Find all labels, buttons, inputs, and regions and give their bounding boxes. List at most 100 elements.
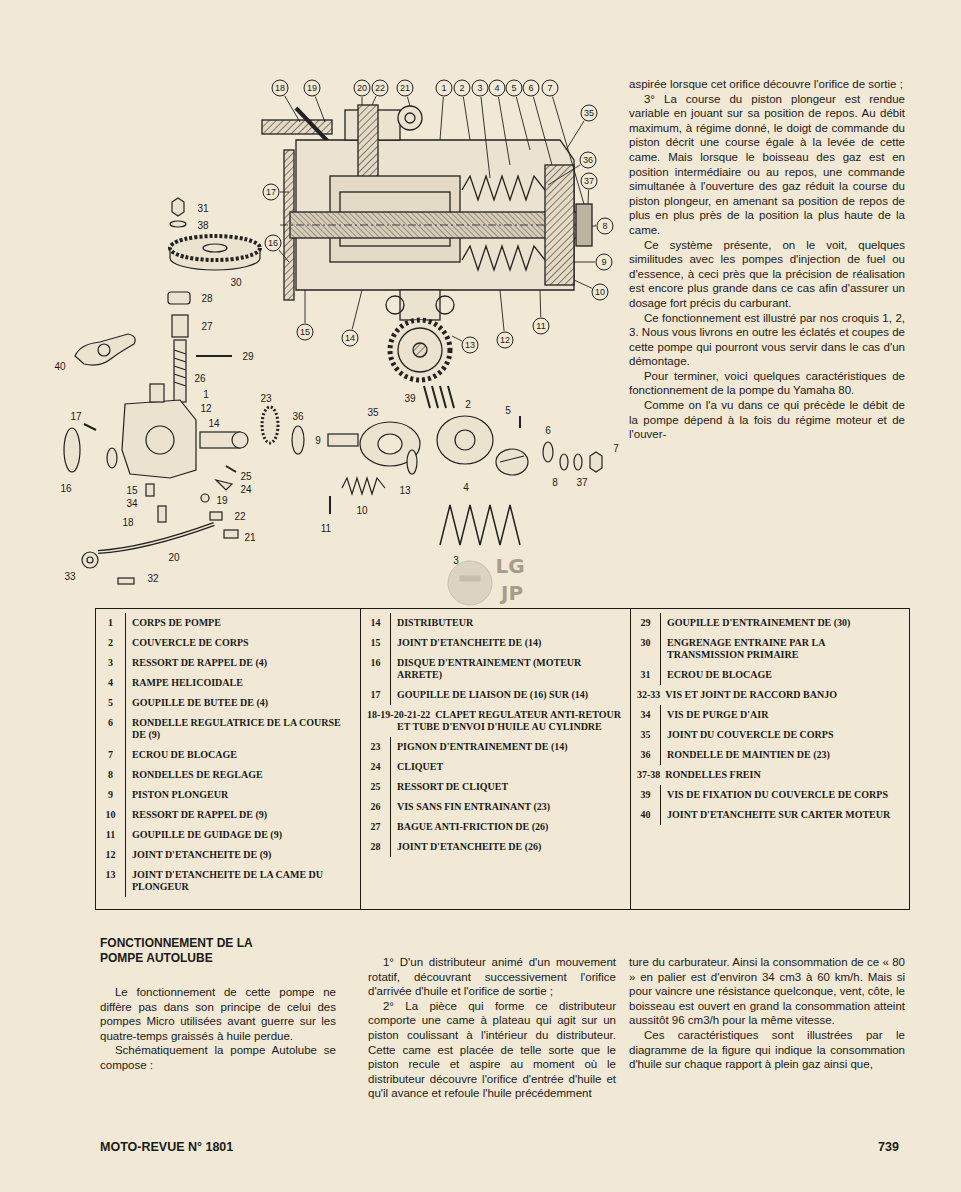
parts-table: 1CORPS DE POMPE2COUVERCLE DE CORPS3RESSO… bbox=[95, 608, 910, 910]
part-number: 4 bbox=[96, 673, 126, 693]
pump-cutaway-part bbox=[398, 106, 422, 130]
part-number: 39 bbox=[631, 785, 661, 805]
pump-exploded-part bbox=[172, 315, 188, 337]
watermark-logo-part bbox=[460, 576, 480, 581]
pump-cutaway-part bbox=[545, 165, 574, 285]
pump-exploded-part bbox=[172, 198, 184, 216]
part-name: GOUPILLE DE LIAISON DE (16) SUR (14) bbox=[391, 685, 630, 705]
part-name: JOINT DU COUVERCLE DE CORPS bbox=[661, 725, 908, 745]
callout-number: 14 bbox=[345, 333, 355, 344]
callout-circle bbox=[372, 80, 388, 96]
part-name: JOINT D'ETANCHEITE DE (9) bbox=[126, 845, 360, 865]
callout-circle bbox=[596, 254, 612, 270]
callout-number: 8 bbox=[552, 477, 558, 488]
callout-number: 25 bbox=[240, 471, 251, 482]
callout-number: 35 bbox=[367, 407, 378, 418]
pump-cutaway-part bbox=[413, 343, 427, 357]
callout-number: 22 bbox=[234, 511, 245, 522]
part-name: ECROU DE BLOCAGE bbox=[126, 745, 360, 765]
pump-exploded-part bbox=[150, 384, 164, 402]
pump-exploded-part bbox=[174, 350, 186, 386]
pump-exploded-part bbox=[82, 552, 98, 568]
part-number: 23 bbox=[361, 737, 391, 757]
pump-cutaway-part bbox=[386, 296, 404, 314]
watermark: JP bbox=[501, 581, 523, 605]
callout-number: 9 bbox=[601, 257, 606, 268]
callout-number: 39 bbox=[404, 393, 415, 404]
callout-number: 2 bbox=[465, 399, 471, 410]
pump-cutaway-part bbox=[462, 176, 545, 200]
pump-exploded-part bbox=[98, 524, 214, 552]
text-column: Le fonctionnement de cette pompe ne diff… bbox=[100, 985, 336, 1073]
pump-exploded-part bbox=[519, 416, 521, 428]
callout-number: 16 bbox=[268, 238, 278, 249]
part-name: RESSORT DE CLIQUET bbox=[391, 777, 630, 797]
article-paragraph: 2° La pièce qui forme ce distributeur co… bbox=[368, 999, 616, 1101]
pump-exploded-part bbox=[98, 344, 110, 356]
pump-exploded-part bbox=[437, 416, 493, 464]
table-row: 35JOINT DU COUVERCLE DE CORPS bbox=[631, 725, 908, 745]
part-number: 32-33 bbox=[637, 689, 660, 700]
callout-circle bbox=[592, 284, 608, 300]
part-number: 18-19-20-21-22 bbox=[367, 709, 430, 720]
callout-circle bbox=[354, 80, 370, 96]
part-name: RONDELLES DE REGLAGE bbox=[126, 765, 360, 785]
part-number: 15 bbox=[361, 633, 391, 653]
text-column: 1° D'un distributeur animé d'un mouvemen… bbox=[368, 955, 616, 1101]
part-number: 35 bbox=[631, 725, 661, 745]
leader-line bbox=[588, 190, 590, 204]
leader-line bbox=[548, 165, 580, 185]
callout-circle bbox=[342, 330, 358, 346]
part-number: 36 bbox=[631, 745, 661, 765]
pump-exploded-part bbox=[226, 466, 236, 472]
table-row: 32-33VIS ET JOINT DE RACCORD BANJO bbox=[631, 685, 908, 705]
pump-exploded-part bbox=[170, 221, 186, 227]
table-row: 3RESSORT DE RAPPEL DE (4) bbox=[96, 653, 360, 673]
callout-number: 26 bbox=[194, 373, 205, 384]
part-name: JOINT D'ETANCHEITE DE LA CAME DU PLONGEU… bbox=[126, 865, 360, 897]
callout-number: 22 bbox=[375, 83, 385, 94]
part-number: 34 bbox=[631, 705, 661, 725]
callout-number: 2 bbox=[459, 83, 464, 94]
callout-number: 17 bbox=[266, 187, 276, 198]
table-row: 37-38RONDELLES FREIN bbox=[631, 765, 908, 785]
pump-cutaway-part bbox=[390, 320, 450, 380]
part-number: 11 bbox=[96, 825, 126, 845]
article-paragraph: Ces caractéristiques sont illustrées par… bbox=[629, 1028, 905, 1072]
pump-exploded-part bbox=[84, 424, 96, 430]
callout-circle bbox=[597, 218, 613, 234]
pump-exploded-part bbox=[201, 494, 209, 502]
table-row: 40JOINT D'ETANCHEITE SUR CARTER MOTEUR bbox=[631, 805, 908, 825]
part-name: RAMPE HELICOIDALE bbox=[126, 673, 360, 693]
callout-number: 18 bbox=[122, 517, 133, 528]
part-name: GOUPILLE D'ENTRAINEMENT DE (30) bbox=[661, 613, 908, 633]
callout-circle bbox=[263, 184, 279, 200]
leader-line bbox=[592, 226, 596, 227]
table-row: 30ENGRENAGE ENTRAINE PAR LA TRANSMISSION… bbox=[631, 633, 908, 665]
callout-number: 30 bbox=[230, 277, 241, 288]
callout-circle bbox=[272, 80, 288, 96]
part-name: ENGRENAGE ENTRAINE PAR LA TRANSMISSION P… bbox=[661, 633, 908, 665]
part-number: 29 bbox=[631, 613, 661, 633]
table-row: 39VIS DE FIXATION DU COUVERCLE DE CORPS bbox=[631, 785, 908, 805]
pump-exploded-part bbox=[328, 434, 358, 446]
callout-number: 5 bbox=[511, 83, 516, 94]
part-name: RONDELLES FREIN bbox=[665, 769, 760, 780]
article-paragraph: Le fonctionnement de cette pompe ne diff… bbox=[100, 985, 336, 1043]
table-row: 2COUVERCLE DE CORPS bbox=[96, 633, 360, 653]
leader-lines bbox=[279, 96, 596, 341]
part-name: RESSORT DE RAPPEL DE (4) bbox=[126, 653, 360, 673]
callout-number: 10 bbox=[356, 505, 367, 516]
callout-number: 1 bbox=[441, 83, 446, 94]
pump-exploded-part bbox=[196, 355, 232, 357]
part-number: 17 bbox=[361, 685, 391, 705]
callout-number: 18 bbox=[275, 83, 285, 94]
leader-line bbox=[574, 280, 592, 288]
callout-number: 38 bbox=[197, 220, 208, 231]
leader-line bbox=[452, 336, 462, 341]
callout-number: 6 bbox=[545, 425, 551, 436]
pump-exploded-part bbox=[146, 484, 154, 496]
table-row: 29GOUPILLE D'ENTRAINEMENT DE (30) bbox=[631, 613, 908, 633]
callout-number: 3 bbox=[453, 555, 459, 566]
callout-number: 14 bbox=[208, 418, 219, 429]
